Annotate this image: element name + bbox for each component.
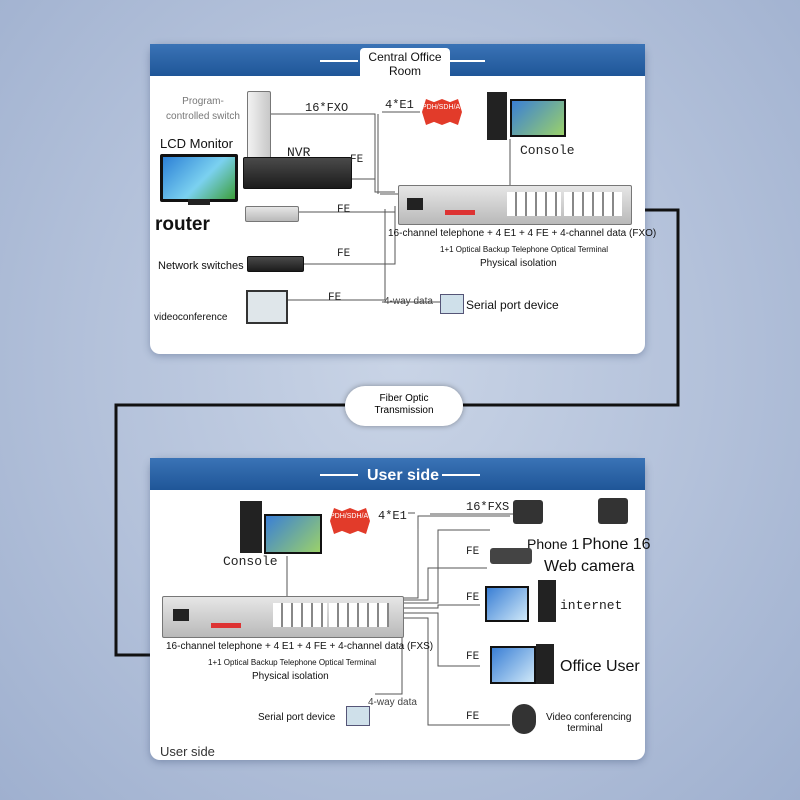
fe-label-2: FE [466, 592, 480, 604]
e1-link-label: 4*E1 [385, 98, 414, 112]
device-caption-line3: Physical isolation [480, 258, 557, 269]
e1-link-label: 4*E1 [378, 509, 407, 523]
console-label: Console [223, 554, 278, 569]
nvr-image [243, 157, 352, 189]
lcd-monitor-label: LCD Monitor [160, 136, 233, 151]
serial-device-image [440, 294, 464, 314]
video-terminal-label: Video conferencing terminal [546, 712, 632, 734]
fe-label-1: FE [466, 546, 480, 558]
optical-terminal-fxs [162, 596, 404, 638]
fe-label-4: FE [328, 292, 342, 304]
fe-label-4: FE [466, 711, 480, 723]
bottom-wires [286, 512, 530, 726]
console-label: Console [520, 143, 575, 158]
office-user-pc-image [490, 646, 536, 684]
video-terminal-image [512, 704, 536, 734]
phone-16-image [598, 498, 628, 524]
fe-label-3: FE [337, 248, 351, 260]
central-office-panel: Central Office Room Program-controlled s… [150, 44, 656, 354]
program-switch-label: Program-controlled switch [166, 96, 240, 122]
console-monitor-image [510, 99, 566, 137]
phone-1-label: Phone 1 [527, 536, 580, 552]
serial-device-image [346, 706, 370, 726]
phone-16-label: Phone 16 [582, 536, 651, 553]
fe-label-2: FE [337, 204, 351, 216]
device-caption-line1: 16-channel telephone + 4 E1 + 4 FE + 4-c… [388, 228, 657, 239]
panel-header-bar [150, 458, 645, 490]
device-caption-line3: Physical isolation [252, 671, 329, 682]
web-camera-label: Web camera [544, 558, 635, 575]
top-wires [255, 111, 511, 303]
network-switches-label: Network switches [158, 260, 244, 272]
fxs-link-label: 16*FXS [466, 500, 510, 514]
router-label: router [155, 214, 210, 235]
four-way-label: 4-way data [368, 697, 417, 708]
pdh-badge: PDH/SDH/ATM [330, 508, 370, 534]
nvr-label: NVR [287, 145, 311, 160]
office-user-label: Office User [560, 658, 640, 675]
internet-pc-image [485, 586, 529, 622]
serial-device-label: Serial port device [258, 712, 336, 723]
four-way-label: 4-way data [384, 296, 433, 307]
fe-label-3: FE [466, 651, 480, 663]
videoconference-image [246, 290, 288, 324]
optical-terminal-fxo [398, 185, 632, 225]
router-image [245, 206, 299, 222]
footer-label: User side [160, 744, 215, 759]
console-tower-image [487, 92, 507, 140]
fxo-link-label: 16*FXO [305, 101, 349, 115]
panel-title: User side [366, 467, 440, 484]
network-switch-image [247, 256, 304, 272]
device-caption-line2: 1+1 Optical Backup Telephone Optical Ter… [440, 245, 609, 254]
fe-label-1: FE [350, 154, 364, 166]
phone-1-image [513, 500, 543, 524]
program-switch-image [247, 91, 271, 161]
internet-label: internet [560, 598, 623, 613]
console-tower-image [240, 501, 262, 553]
user-side-panel: User side Console PDH/SDH/ATM 4*E1 16*FX… [150, 458, 651, 760]
console-monitor-image [264, 514, 322, 554]
lcd-monitor-image [160, 154, 238, 202]
panel-title: Central Office Room [360, 48, 450, 80]
device-caption-line1: 16-channel telephone + 4 E1 + 4 FE + 4-c… [166, 641, 434, 652]
fiber-optic-cloud: Fiber Optic Transmission [345, 386, 463, 426]
web-camera-image [490, 548, 532, 564]
serial-device-label: Serial port device [466, 298, 559, 312]
device-caption-line2: 1+1 Optical Backup Telephone Optical Ter… [208, 658, 377, 667]
pdh-badge: PDH/SDH/ATM [422, 99, 462, 125]
videoconference-label: videoconference [154, 312, 228, 323]
